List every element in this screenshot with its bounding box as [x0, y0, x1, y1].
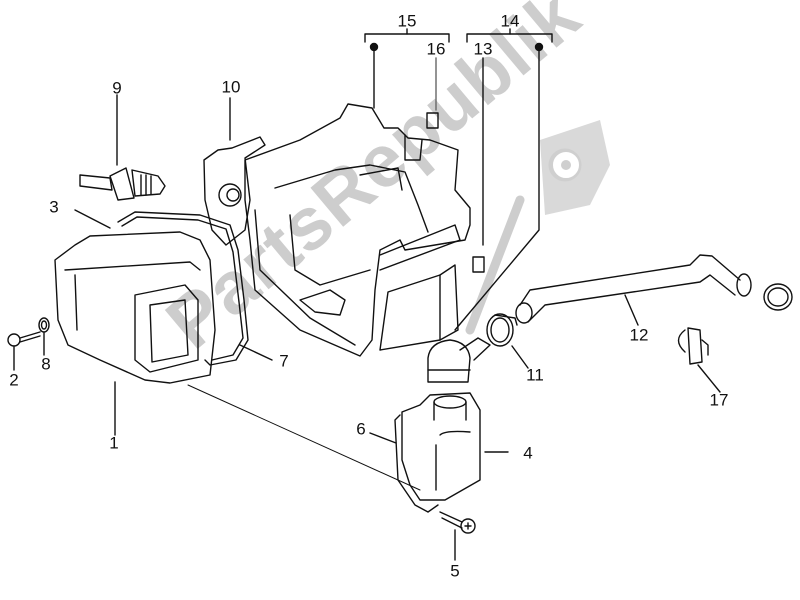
part-label-16[interactable]: 16 [426, 39, 446, 59]
leader-cover-to-separator [187, 384, 421, 491]
part-label-5[interactable]: 5 [450, 561, 460, 581]
part-label-8[interactable]: 8 [41, 354, 51, 374]
part-label-3[interactable]: 3 [49, 197, 59, 217]
breather-hose-part [515, 254, 752, 326]
separator-part [394, 392, 481, 513]
part-label-2[interactable]: 2 [9, 370, 19, 390]
clip-nut-13 [472, 256, 485, 273]
clip-nut-16 [426, 112, 439, 129]
part-label-12[interactable]: 12 [629, 325, 649, 345]
washer-8-part [38, 317, 50, 356]
separator-cap-part [427, 337, 491, 383]
spark-plug-part [79, 94, 166, 201]
clip-17-part [677, 327, 721, 393]
part-label-1[interactable]: 1 [109, 433, 119, 453]
bracket-14 [454, 28, 553, 331]
part-label-17[interactable]: 17 [709, 390, 729, 410]
part-label-7[interactable]: 7 [279, 351, 289, 371]
head-cover-part [54, 231, 216, 384]
hose-clamp-11-part [486, 313, 529, 369]
part-label-15[interactable]: 15 [397, 11, 417, 31]
part-label-11[interactable]: 11 [526, 365, 544, 385]
part-label-14[interactable]: 14 [500, 11, 520, 31]
hose-clamp-right-part [763, 283, 793, 311]
leader-6 [369, 432, 397, 444]
gasket-part [74, 209, 273, 366]
bracket-15 [364, 28, 450, 111]
screw-5-part [439, 511, 476, 561]
part-label-13[interactable]: 13 [473, 39, 493, 59]
part-label-10[interactable]: 10 [221, 77, 241, 97]
cowling-part [244, 103, 471, 357]
screw-2-part [7, 331, 41, 371]
part-label-6[interactable]: 6 [356, 419, 366, 439]
seal-plate-part [203, 97, 266, 246]
part-label-9[interactable]: 9 [112, 78, 122, 98]
part-label-4[interactable]: 4 [523, 443, 533, 463]
